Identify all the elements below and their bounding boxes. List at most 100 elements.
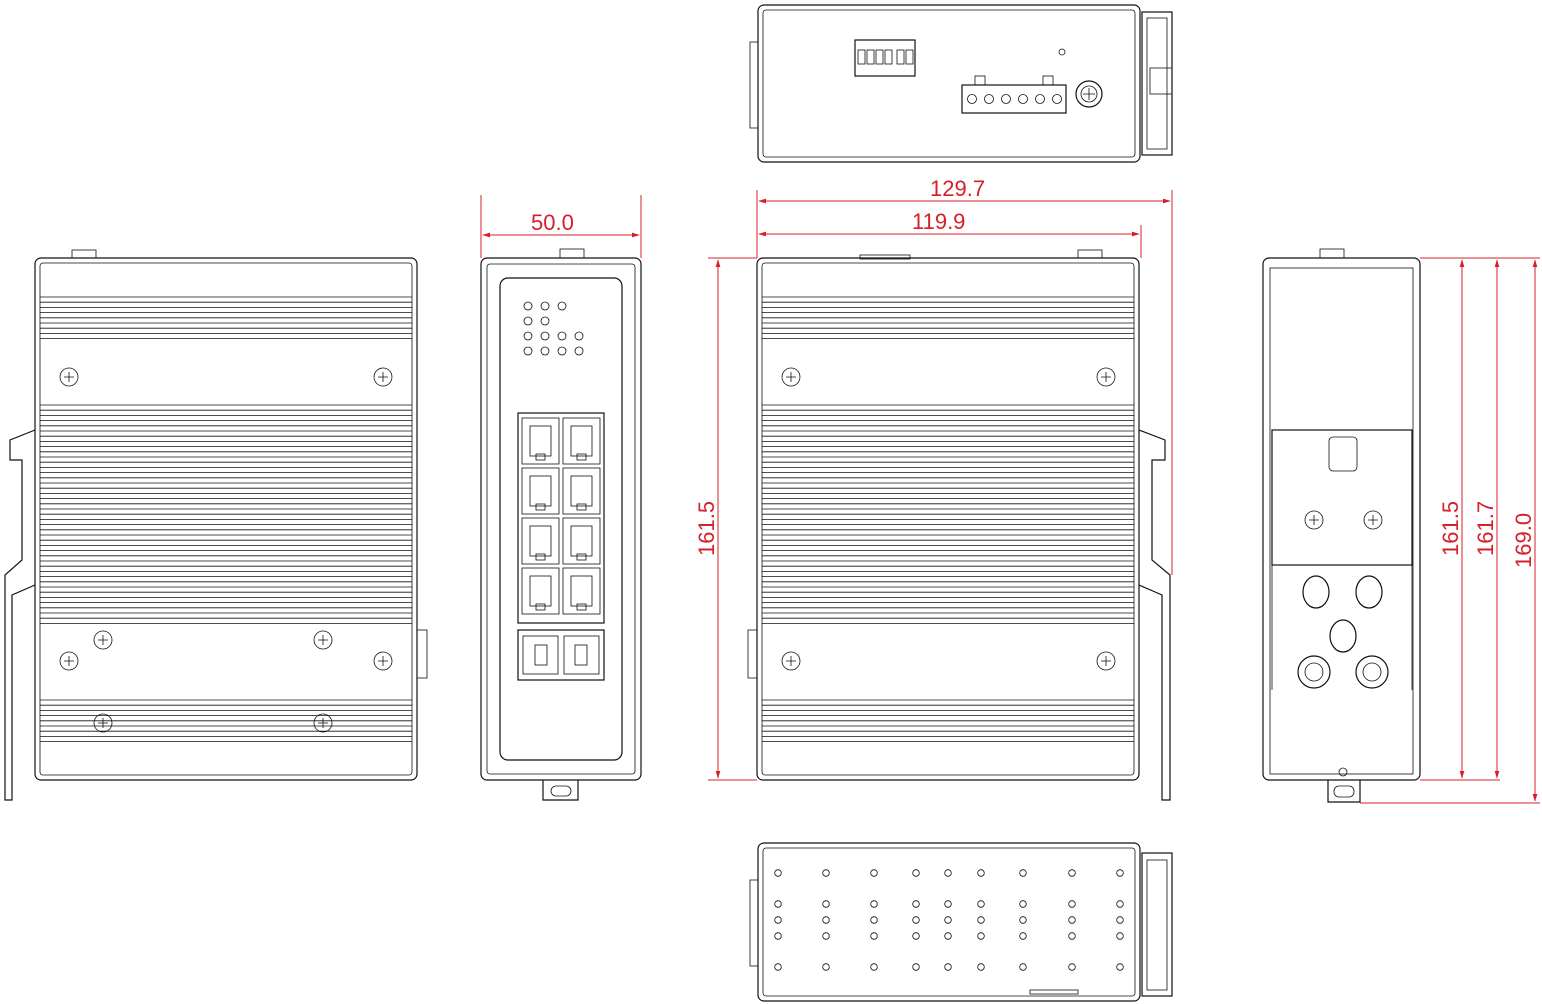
vent-hole bbox=[1116, 963, 1124, 971]
rj45-socket bbox=[529, 475, 552, 507]
led-dot bbox=[523, 331, 533, 341]
screw-heads bbox=[781, 367, 1116, 671]
vent-hole bbox=[774, 963, 782, 971]
vent-hole bbox=[774, 932, 782, 940]
led-dot bbox=[523, 301, 533, 311]
vent-hole bbox=[774, 869, 782, 877]
rj45-port bbox=[521, 417, 560, 465]
screw-heads bbox=[1304, 510, 1383, 530]
vent-hole bbox=[1019, 900, 1027, 908]
rear-view bbox=[1262, 248, 1421, 803]
dimension-label-height-right-a: 161.5 bbox=[1438, 501, 1463, 556]
vent-hole bbox=[870, 932, 878, 940]
mounting-tab bbox=[1327, 767, 1361, 803]
rj45-socket bbox=[529, 425, 552, 457]
led-dot bbox=[557, 301, 567, 311]
vent-hole bbox=[944, 916, 952, 924]
led-dot bbox=[574, 346, 584, 356]
left-side-view bbox=[4, 249, 428, 801]
rj45-port bbox=[562, 517, 601, 565]
vent-hole bbox=[822, 932, 830, 940]
rj45-latch bbox=[576, 503, 587, 511]
vent-hole bbox=[822, 916, 830, 924]
rj45-socket bbox=[570, 525, 593, 557]
front-view bbox=[480, 248, 642, 801]
led-dot bbox=[540, 316, 550, 326]
vent-hole bbox=[870, 916, 878, 924]
vent-hole bbox=[1068, 869, 1076, 877]
dimension-label-129: 129.7 bbox=[930, 176, 985, 201]
vent-hole bbox=[977, 963, 985, 971]
vent-hole bbox=[1068, 916, 1076, 924]
dip-switch bbox=[854, 39, 916, 77]
dimension-label-height-left: 161.5 bbox=[694, 501, 719, 556]
led-indicators bbox=[523, 301, 584, 356]
vent-hole bbox=[977, 869, 985, 877]
sfp-port-block bbox=[517, 629, 605, 681]
rj45-port bbox=[521, 567, 560, 615]
rj45-socket bbox=[529, 575, 552, 607]
vent-hole bbox=[977, 932, 985, 940]
vent-hole bbox=[944, 869, 952, 877]
heatsink-fins bbox=[40, 296, 412, 742]
rj45-latch bbox=[535, 553, 546, 561]
mounting-holes bbox=[1297, 575, 1389, 689]
vent-hole bbox=[822, 963, 830, 971]
vent-hole bbox=[1019, 932, 1027, 940]
rj45-port bbox=[562, 417, 601, 465]
led-dot bbox=[540, 331, 550, 341]
led-dot bbox=[523, 316, 533, 326]
vent-hole bbox=[977, 916, 985, 924]
vent-hole bbox=[912, 932, 920, 940]
vent-hole bbox=[1068, 900, 1076, 908]
rj45-port bbox=[521, 467, 560, 515]
right-side-view bbox=[747, 249, 1171, 801]
rj45-port-block bbox=[517, 412, 605, 624]
vent-hole bbox=[1116, 869, 1124, 877]
led-dot bbox=[540, 301, 550, 311]
rj45-port bbox=[562, 467, 601, 515]
vent-hole bbox=[912, 916, 920, 924]
vent-hole bbox=[1019, 916, 1027, 924]
rj45-latch bbox=[576, 453, 587, 461]
ground-screw bbox=[1075, 80, 1103, 108]
bottom-view bbox=[749, 842, 1173, 1002]
vent-hole bbox=[822, 869, 830, 877]
rj45-port bbox=[521, 517, 560, 565]
vent-hole bbox=[1116, 932, 1124, 940]
vent-hole bbox=[822, 900, 830, 908]
dimension-label-50: 50.0 bbox=[531, 210, 574, 235]
screw-heads bbox=[59, 367, 393, 733]
dimension-label-119: 119.9 bbox=[912, 209, 965, 234]
rj45-latch bbox=[535, 453, 546, 461]
rj45-socket bbox=[529, 525, 552, 557]
vent-hole bbox=[944, 963, 952, 971]
led-dot bbox=[574, 331, 584, 341]
rj45-port bbox=[562, 567, 601, 615]
dimension-label-height-right-b: 161.7 bbox=[1473, 501, 1498, 556]
vent-hole bbox=[1068, 932, 1076, 940]
rj45-latch bbox=[535, 503, 546, 511]
vent-hole bbox=[912, 900, 920, 908]
rj45-latch bbox=[576, 553, 587, 561]
led-dot bbox=[557, 346, 567, 356]
rj45-latch bbox=[535, 603, 546, 611]
vent-hole bbox=[774, 916, 782, 924]
rj45-socket bbox=[570, 425, 593, 457]
vent-hole bbox=[1019, 963, 1027, 971]
vent-hole bbox=[774, 900, 782, 908]
heatsink-fins bbox=[762, 296, 1134, 742]
vent-hole bbox=[912, 963, 920, 971]
mounting-tab bbox=[542, 780, 579, 801]
dimension-label-height-right-c: 169.0 bbox=[1511, 513, 1536, 568]
rj45-latch bbox=[576, 603, 587, 611]
vent-hole bbox=[1019, 869, 1027, 877]
led-dot bbox=[557, 331, 567, 341]
led-dot bbox=[523, 346, 533, 356]
rj45-socket bbox=[570, 475, 593, 507]
vent-hole bbox=[977, 900, 985, 908]
dimensions: 50.0 129.7 119.9 161.5 161.5 161.7 169.0 bbox=[480, 176, 1540, 804]
top-view bbox=[749, 4, 1173, 163]
led-dot bbox=[540, 346, 550, 356]
